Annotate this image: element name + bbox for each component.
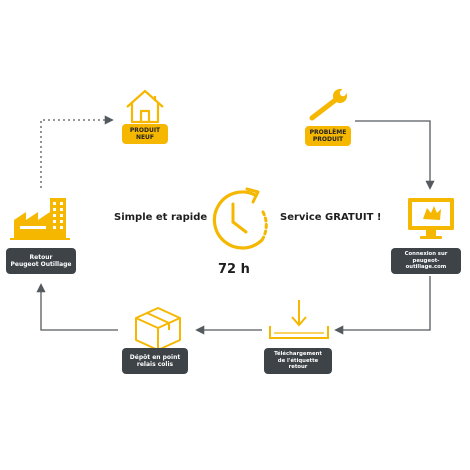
- step-label-line: de l'étiquette retour: [277, 357, 319, 371]
- step-label-probleme-produit: PROBLÈME PRODUIT: [305, 126, 351, 146]
- house-icon: [126, 89, 164, 124]
- step-label-retour: Retour Peugeot Outillage: [6, 248, 76, 274]
- computer-monitor-icon: [408, 198, 454, 239]
- step-label-line: Dépôt en point: [129, 353, 181, 361]
- download-icon: [269, 300, 329, 339]
- step-label-depot: Dépôt en point relais colis: [122, 348, 188, 374]
- step-label-line: relais colis: [136, 361, 174, 368]
- service-gratuit-text: Service GRATUIT !: [280, 212, 382, 223]
- step-label-connexion: Connexion sur peugeot-outillage.com: [391, 248, 461, 274]
- parcel-box-icon: [135, 307, 181, 351]
- simple-rapide-text: Simple et rapide: [114, 212, 208, 223]
- step-label-produit-neuf: PRODUIT NEUF: [122, 124, 168, 144]
- arrow-depot-to-retour: [36, 283, 118, 331]
- step-label-line: PROBLÈME: [309, 128, 347, 136]
- step-label-line: PRODUIT: [129, 126, 161, 134]
- factory-icon: [10, 198, 70, 240]
- duration-text: 72 h: [218, 262, 250, 277]
- step-label-line: peugeot-outillage.com: [405, 257, 447, 271]
- step-label-line: Téléchargement: [274, 351, 322, 358]
- step-label-line: Connexion sur: [404, 251, 448, 258]
- step-label-line: Peugeot Outillage: [10, 261, 72, 268]
- step-label-telechargement: Téléchargement de l'étiquette retour: [264, 348, 332, 374]
- step-label-line: PRODUIT: [312, 136, 344, 143]
- arrow-retour-to-produit-neuf: [40, 115, 114, 188]
- wrench-icon: [309, 84, 351, 121]
- step-label-line: NEUF: [135, 134, 155, 141]
- arrow-connexion-to-telechargement: [334, 276, 431, 335]
- stopwatch-clock-icon: [212, 187, 268, 250]
- arrow-probleme-to-connexion: [355, 120, 435, 190]
- step-label-line: Retour: [29, 253, 53, 261]
